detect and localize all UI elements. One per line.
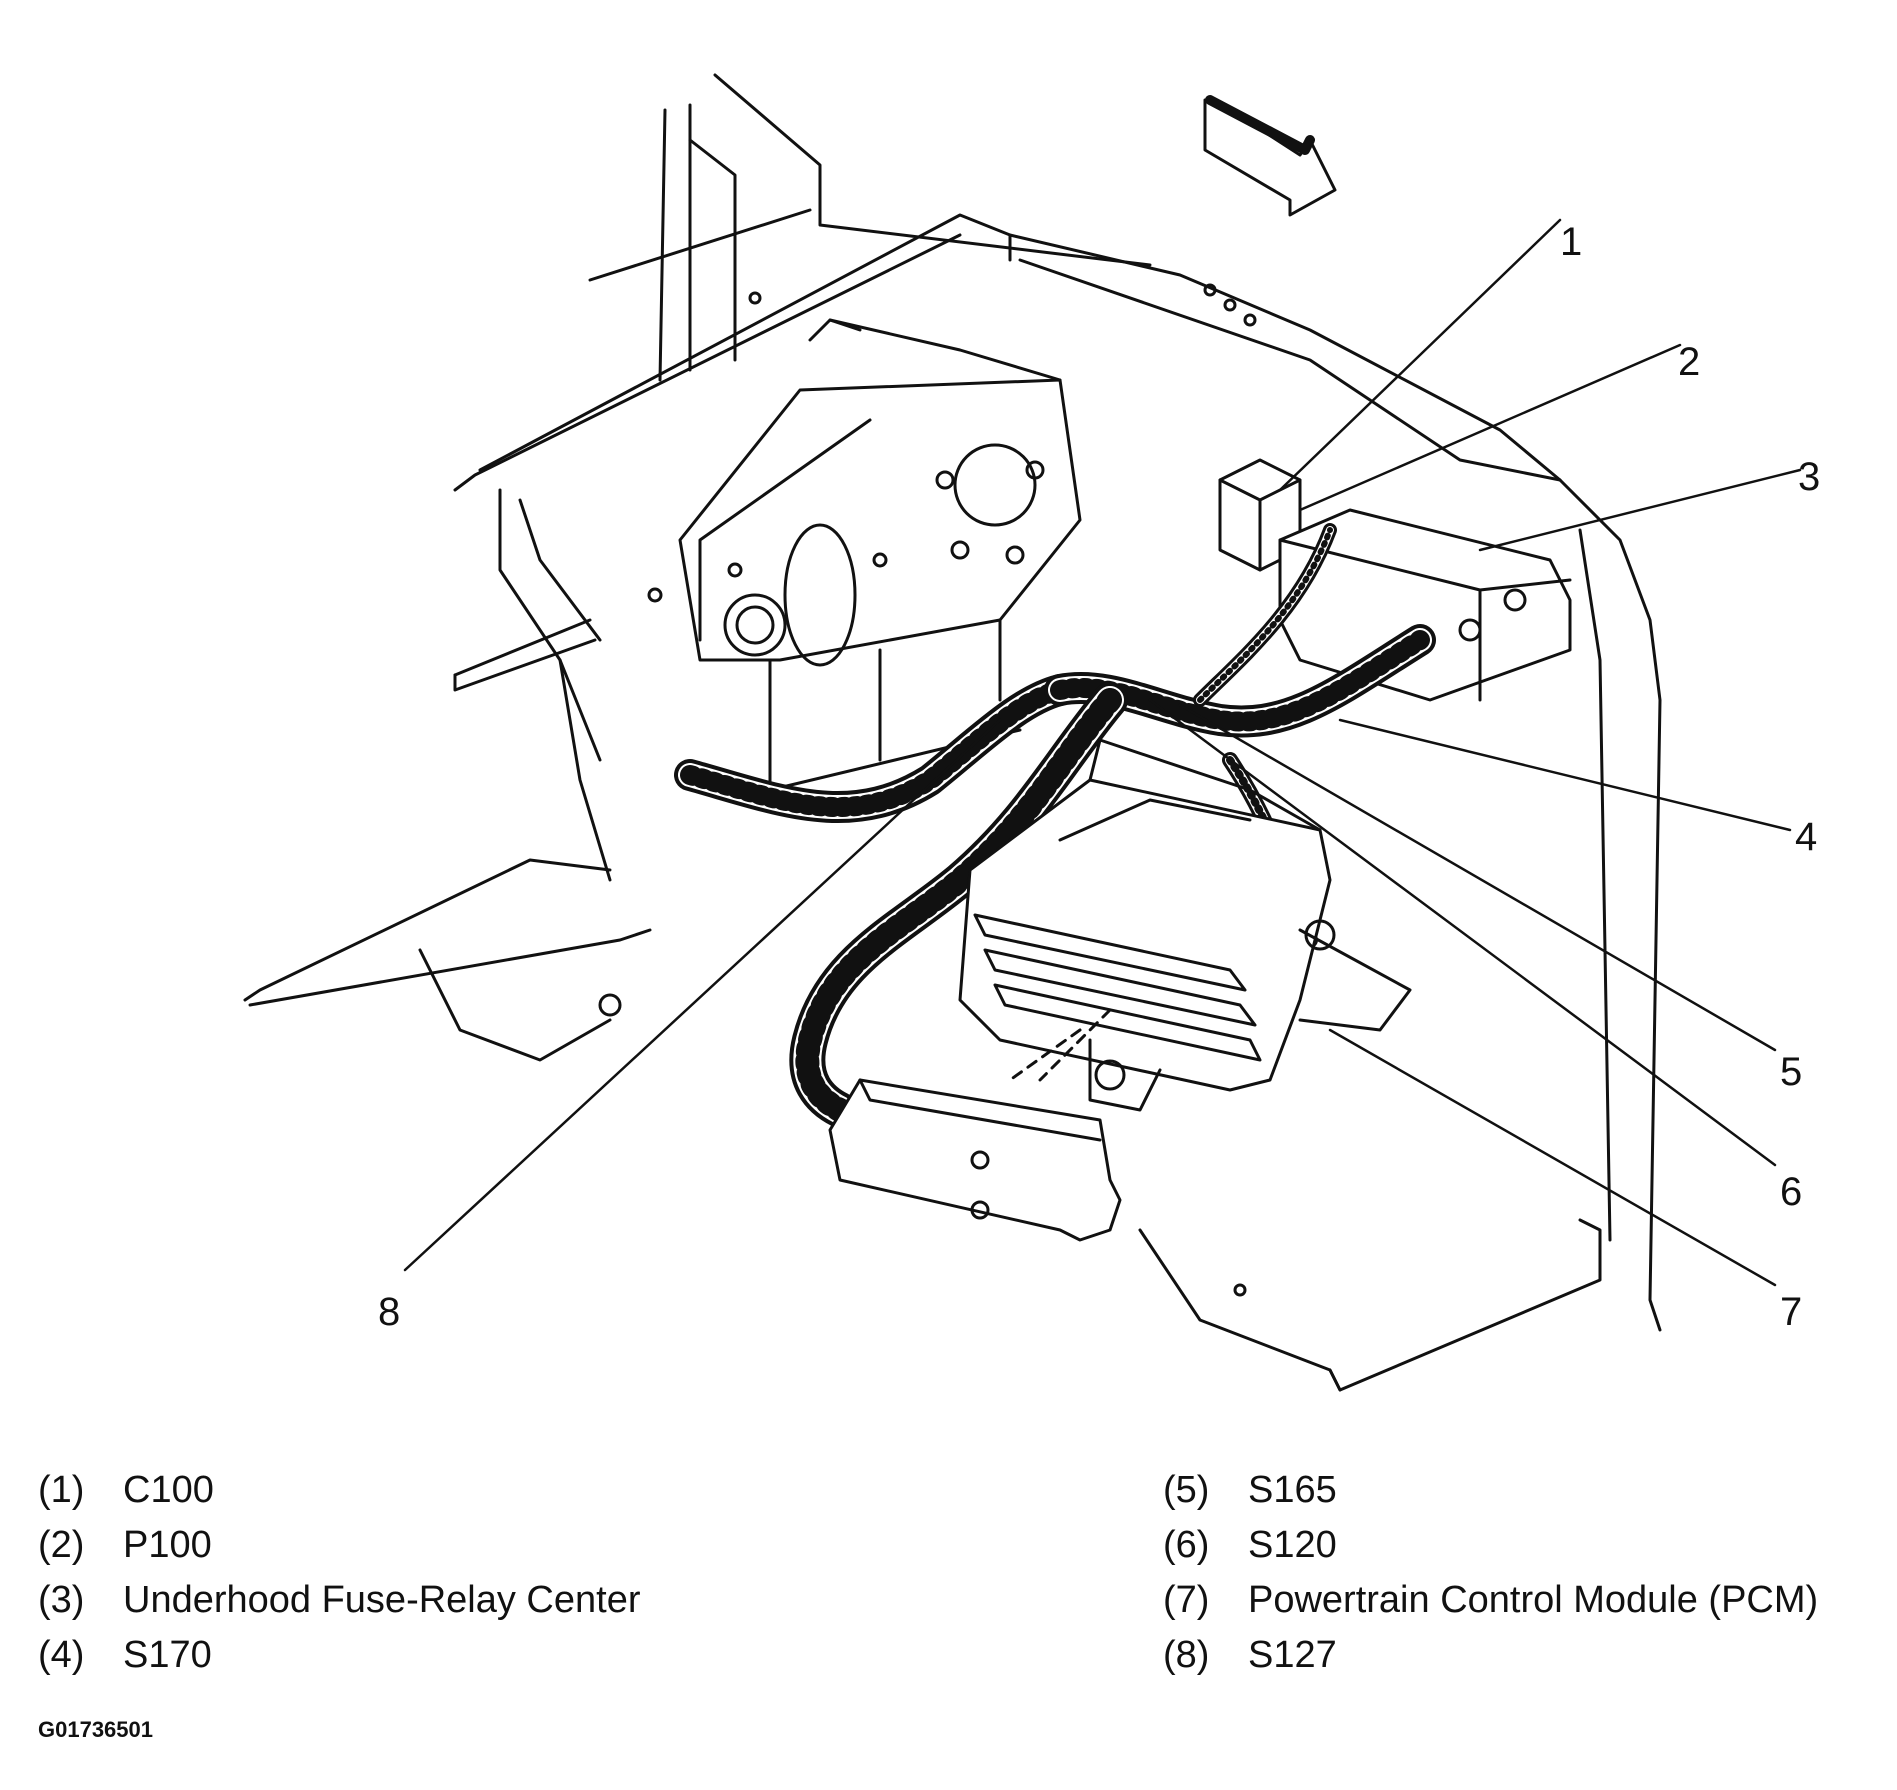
figure-id: G01736501 xyxy=(38,1717,153,1742)
callout-5: 5 xyxy=(1780,1050,1802,1094)
pcm-connector xyxy=(828,1008,1122,1242)
legend-label: P100 xyxy=(123,1524,212,1566)
legend-label: Underhood Fuse-Relay Center xyxy=(123,1579,641,1621)
legend-label: C100 xyxy=(123,1469,214,1511)
callout-7: 7 xyxy=(1780,1290,1802,1334)
callout-1: 1 xyxy=(1560,220,1582,264)
legend-label: Powertrain Control Module (PCM) xyxy=(1248,1579,1819,1621)
legend-number: (4) xyxy=(38,1634,85,1676)
legend-label: S170 xyxy=(123,1634,212,1676)
callout-numbers: 1 2 3 4 5 6 7 8 xyxy=(378,220,1820,1334)
engine-compartment-diagram: 1 2 3 4 5 6 7 8 xyxy=(243,73,1820,1392)
direction-arrow-icon xyxy=(1203,98,1337,217)
callout-8: 8 xyxy=(378,1290,400,1334)
legend-label: S127 xyxy=(1248,1634,1337,1676)
legend-number: (5) xyxy=(1163,1469,1210,1511)
callout-2: 2 xyxy=(1678,340,1700,384)
legend-number: (3) xyxy=(38,1579,85,1621)
legend-label: S165 xyxy=(1248,1469,1337,1511)
powertrain-control-module xyxy=(958,738,1412,1112)
callout-4: 4 xyxy=(1795,815,1817,859)
legend: (1) C100 (2) P100 (3) Underhood Fuse-Rel… xyxy=(0,1468,1897,1728)
callout-3: 3 xyxy=(1798,455,1820,499)
underhood-fuse-relay-center xyxy=(1278,508,1572,702)
legend-number: (7) xyxy=(1163,1579,1210,1621)
legend-label: S120 xyxy=(1248,1524,1337,1566)
callout-6: 6 xyxy=(1780,1170,1802,1214)
legend-number: (2) xyxy=(38,1524,85,1566)
leader-lines xyxy=(403,218,1802,1287)
wiring-harness xyxy=(674,523,1436,1128)
firewall-structure xyxy=(243,73,1662,1392)
legend-number: (6) xyxy=(1163,1524,1210,1566)
legend-number: (1) xyxy=(38,1469,85,1511)
legend-number: (8) xyxy=(1163,1634,1210,1676)
